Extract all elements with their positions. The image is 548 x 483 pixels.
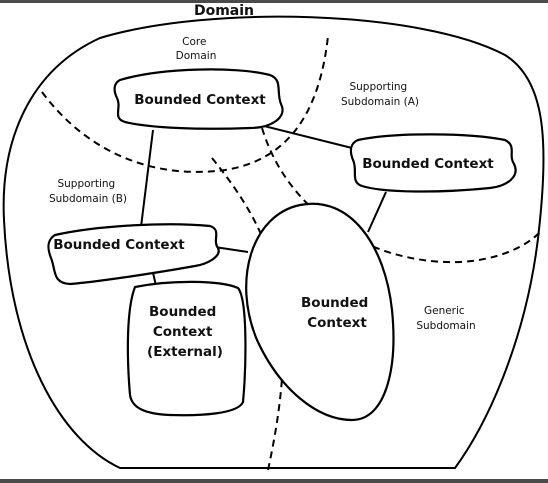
external-bounded-context-label: Bounded Context (External)	[147, 304, 223, 360]
relation-supporting-a-to-generic	[367, 191, 387, 233]
core-domain-label: Core Domain	[176, 36, 217, 62]
generic-bounded-context-shape[interactable]	[245, 202, 395, 422]
relation-core-to-supporting-b	[139, 129, 154, 236]
core-bounded-context-label: Bounded Context	[134, 92, 266, 108]
generic-bounded-context-label: Bounded Context	[301, 295, 373, 331]
supporting-a-bounded-context-shape[interactable]	[349, 133, 517, 193]
bottom-frame-border	[0, 479, 548, 483]
top-frame-border	[0, 0, 548, 3]
domain-title: Domain	[194, 3, 254, 19]
supporting-a-bounded-context-label: Bounded Context	[362, 156, 494, 172]
external-bounded-context-shape[interactable]	[126, 280, 247, 417]
supporting-b-bounded-context-label: Bounded Context	[53, 237, 185, 253]
domain-boundary	[2, 15, 545, 469]
relation-core-to-supporting-a	[259, 124, 353, 149]
supporting-b-bounded-context-shape[interactable]	[47, 223, 220, 286]
supporting-b-label: Supporting Subdomain (B)	[49, 178, 127, 205]
core-bounded-context-shape[interactable]	[113, 68, 284, 130]
supporting-a-label: Supporting Subdomain (A)	[341, 81, 419, 108]
generic-label: Generic Subdomain	[416, 305, 475, 332]
core-domain-boundary	[41, 35, 329, 173]
supporting-a-boundary	[261, 127, 541, 264]
